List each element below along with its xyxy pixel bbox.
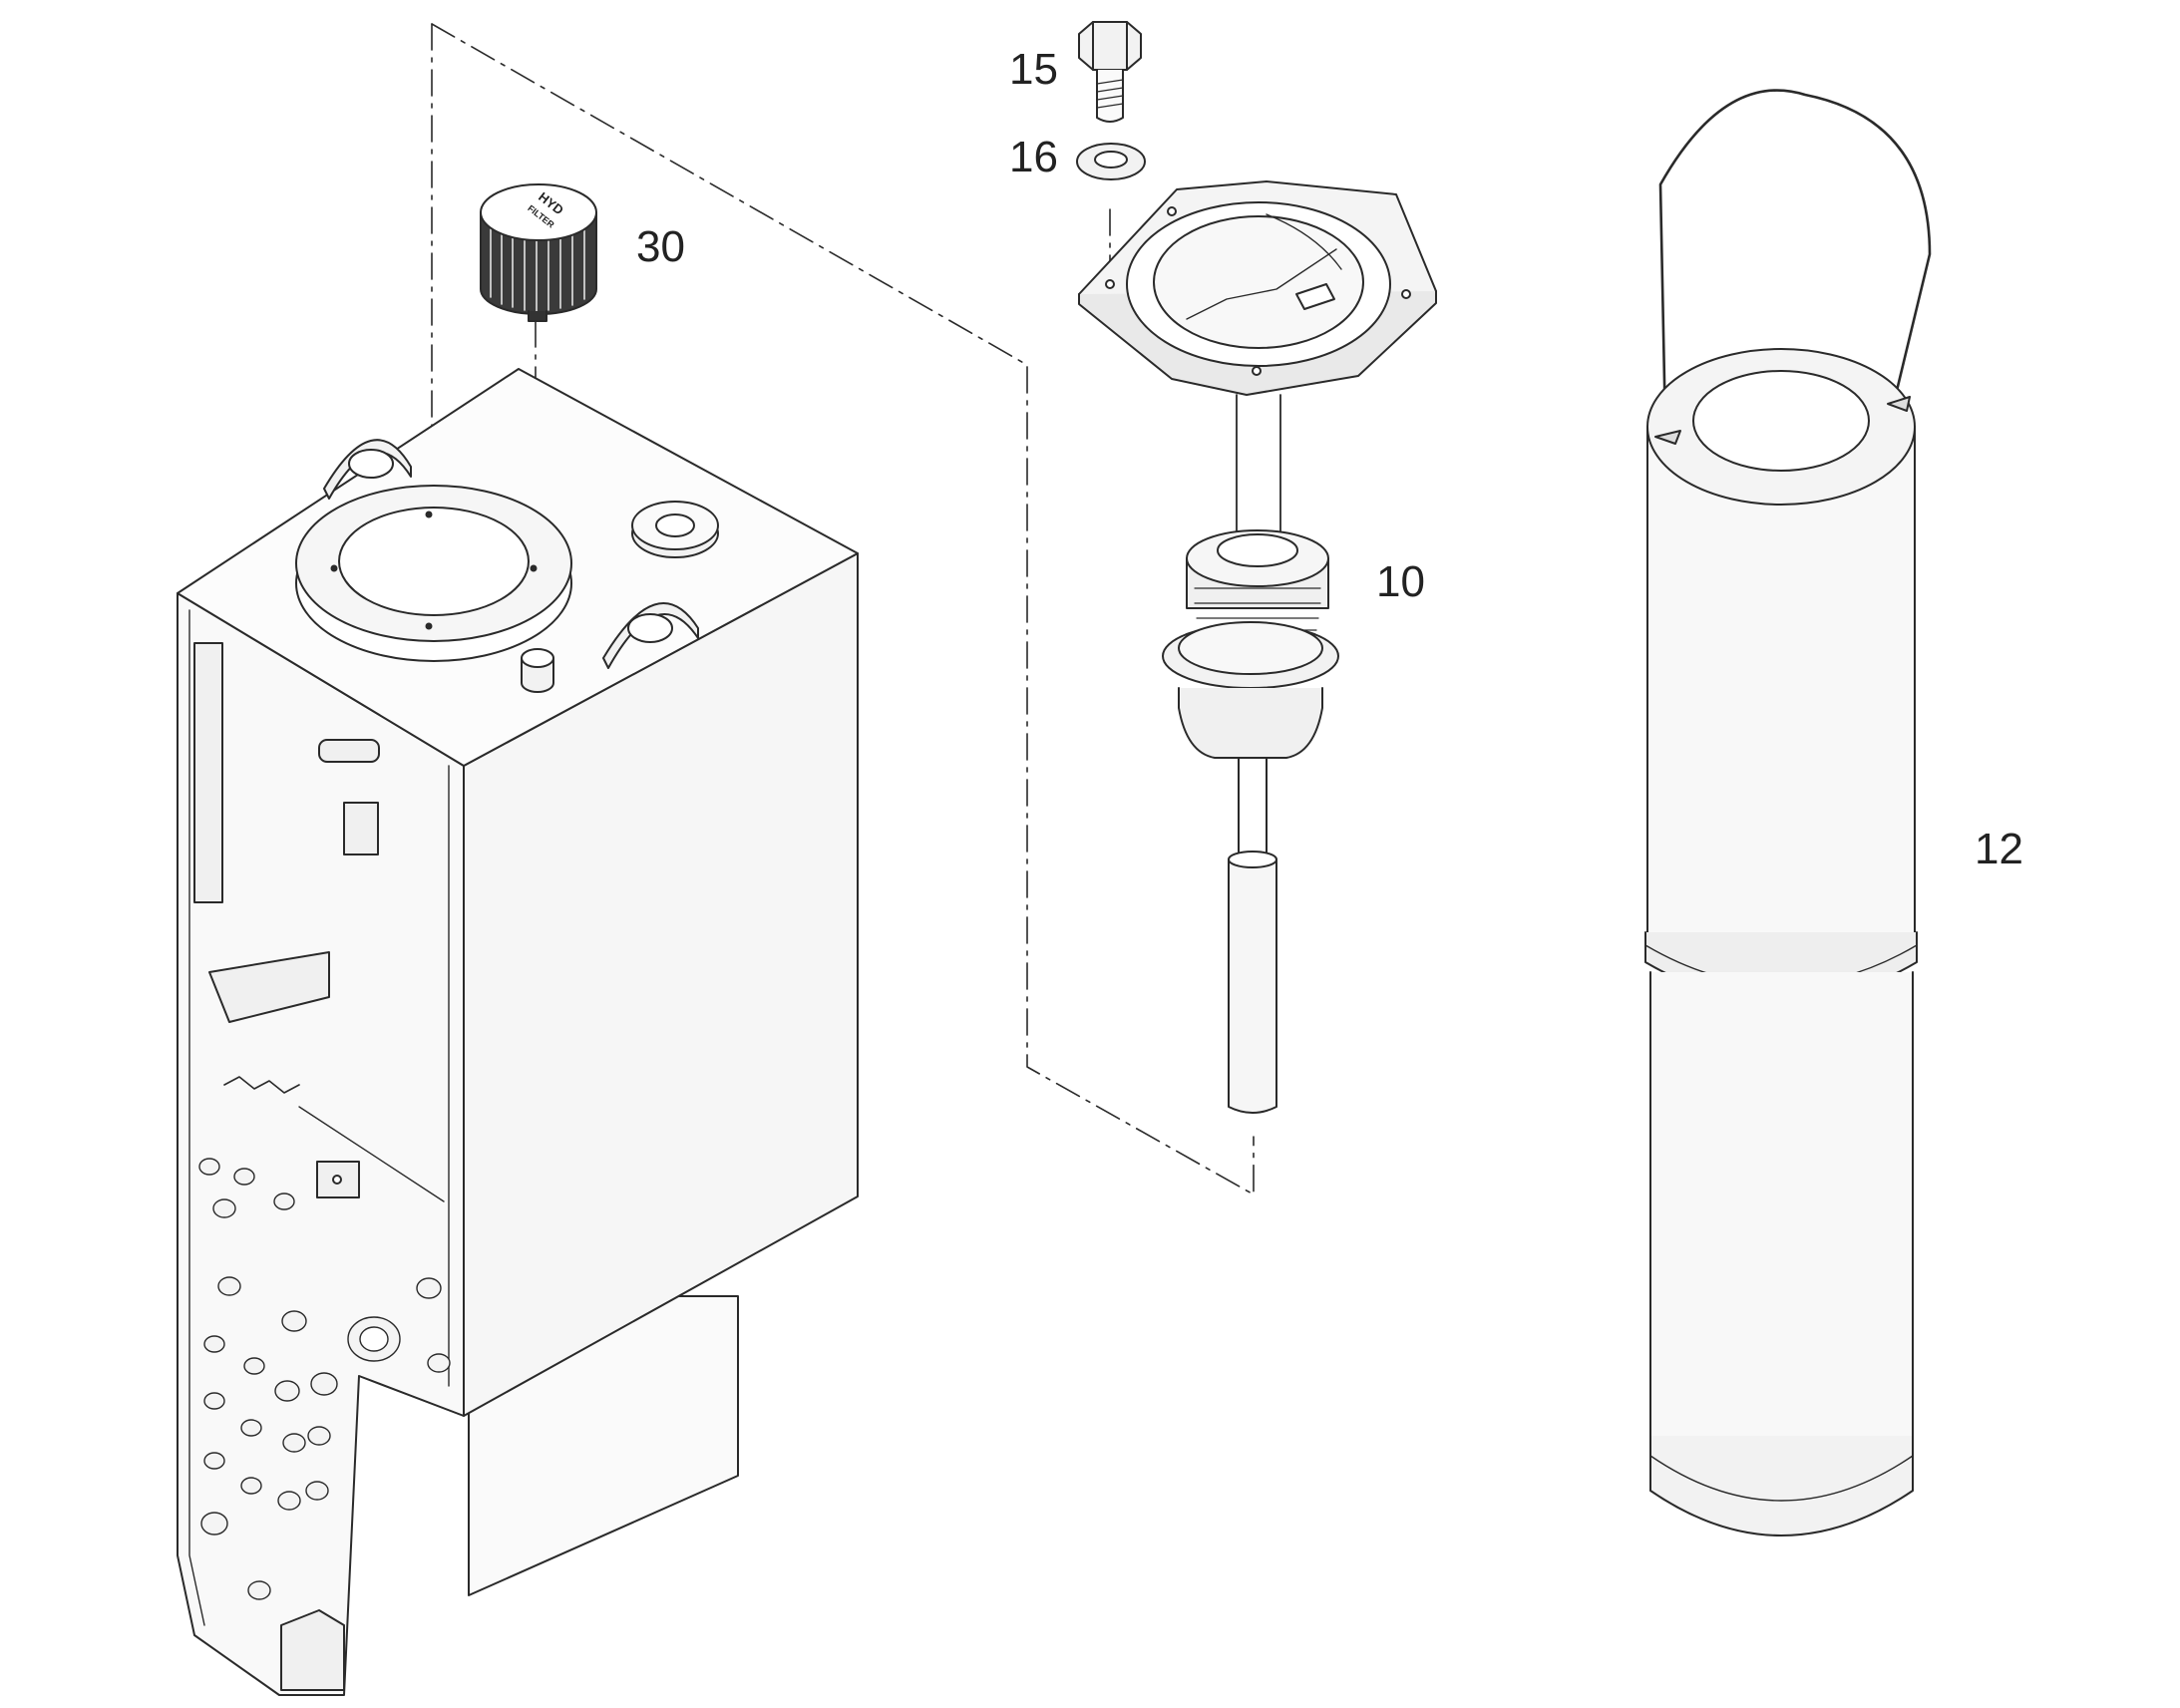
filter-element-part-12 <box>1644 89 1932 1537</box>
callout-10: 10 <box>1376 557 1425 606</box>
washer-part-16 <box>1076 143 1146 180</box>
filler-cap-part-30: HYD FILTER <box>480 183 597 322</box>
callout-30: 30 <box>636 222 685 271</box>
callout-15: 15 <box>1009 45 1058 94</box>
port-fittings <box>198 1158 451 1600</box>
hydraulic-tank <box>177 368 859 1696</box>
callout-12: 12 <box>1975 825 2023 873</box>
callout-16: 16 <box>1009 133 1058 181</box>
filter-head-part-10 <box>1078 180 1437 1114</box>
bolt-part-15 <box>1078 21 1142 123</box>
